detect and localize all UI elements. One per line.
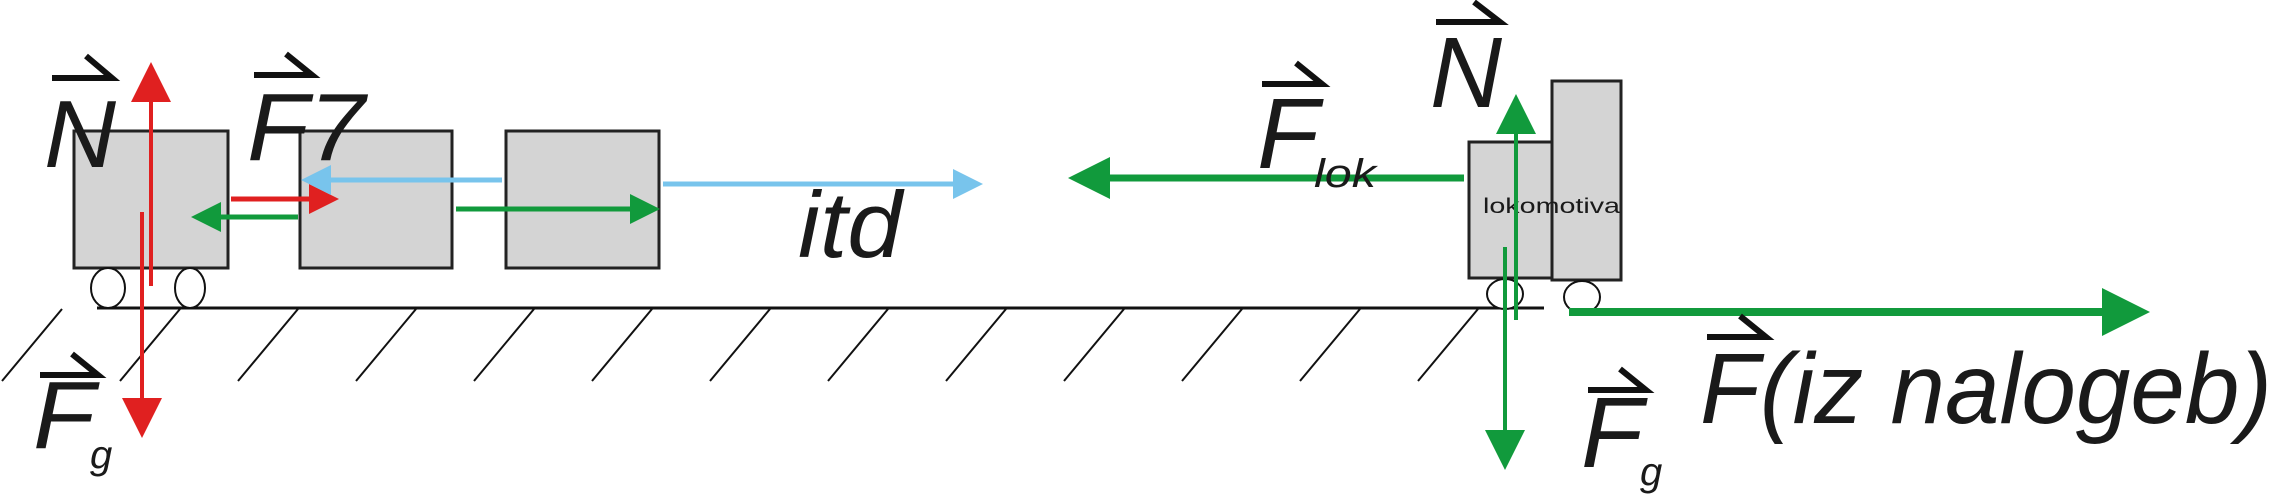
locomotive: lokomotiva xyxy=(1467,79,1623,314)
label-text: F xyxy=(33,362,101,469)
label-locomotive-force: F lok xyxy=(1257,60,1378,196)
wheel xyxy=(90,267,126,309)
label-subscript: lok xyxy=(1314,152,1378,196)
hatch-line xyxy=(237,308,299,382)
wheel xyxy=(174,267,206,309)
hatch-line xyxy=(355,308,417,382)
hatch-line xyxy=(827,308,889,382)
locomotive-cab xyxy=(1550,79,1623,282)
vector-arrow-icon xyxy=(1588,366,1655,393)
label-text: N xyxy=(44,81,117,188)
label-ground-force: F(iz nalogeb) xyxy=(1700,313,2272,445)
hatch-line xyxy=(1063,308,1125,382)
label-normal-left: N xyxy=(44,53,121,188)
label-text: F xyxy=(1257,78,1324,190)
label-subscript: g xyxy=(1640,450,1662,494)
label-text: F(iz nalogeb) xyxy=(1700,333,2272,445)
vector-arrow-icon xyxy=(254,51,321,78)
label-text: F7 xyxy=(247,74,369,181)
vector-arrow-icon xyxy=(1262,60,1331,87)
label-normal-right: N xyxy=(1430,0,1509,129)
hatch-line xyxy=(945,308,1007,382)
hatch-line xyxy=(1,308,63,382)
hatch-line xyxy=(119,308,181,382)
vector-arrow-icon xyxy=(52,53,121,81)
label-itd: itd xyxy=(798,172,905,277)
label-text: F xyxy=(1581,377,1648,489)
hatch-line xyxy=(473,308,535,382)
hatch-line xyxy=(1299,308,1361,382)
label-text: N xyxy=(1430,17,1503,129)
label-gravity-right: F g xyxy=(1581,366,1662,494)
locomotive-label: lokomotiva xyxy=(1483,195,1620,218)
label-force-7: F7 xyxy=(247,51,369,181)
ground xyxy=(1,306,1544,382)
label-gravity-left: F g xyxy=(33,351,112,477)
hatch-line xyxy=(709,308,771,382)
hatch-line xyxy=(1417,308,1479,382)
hatch-line xyxy=(591,308,653,382)
ground-hatching xyxy=(1,308,1479,382)
wagon-3 xyxy=(504,129,661,270)
vector-arrow-icon xyxy=(1707,313,1775,340)
label-subscript: g xyxy=(90,433,112,477)
hatch-line xyxy=(1181,308,1243,382)
vector-arrow-icon xyxy=(40,351,107,378)
vector-arrow-icon xyxy=(1436,0,1509,25)
